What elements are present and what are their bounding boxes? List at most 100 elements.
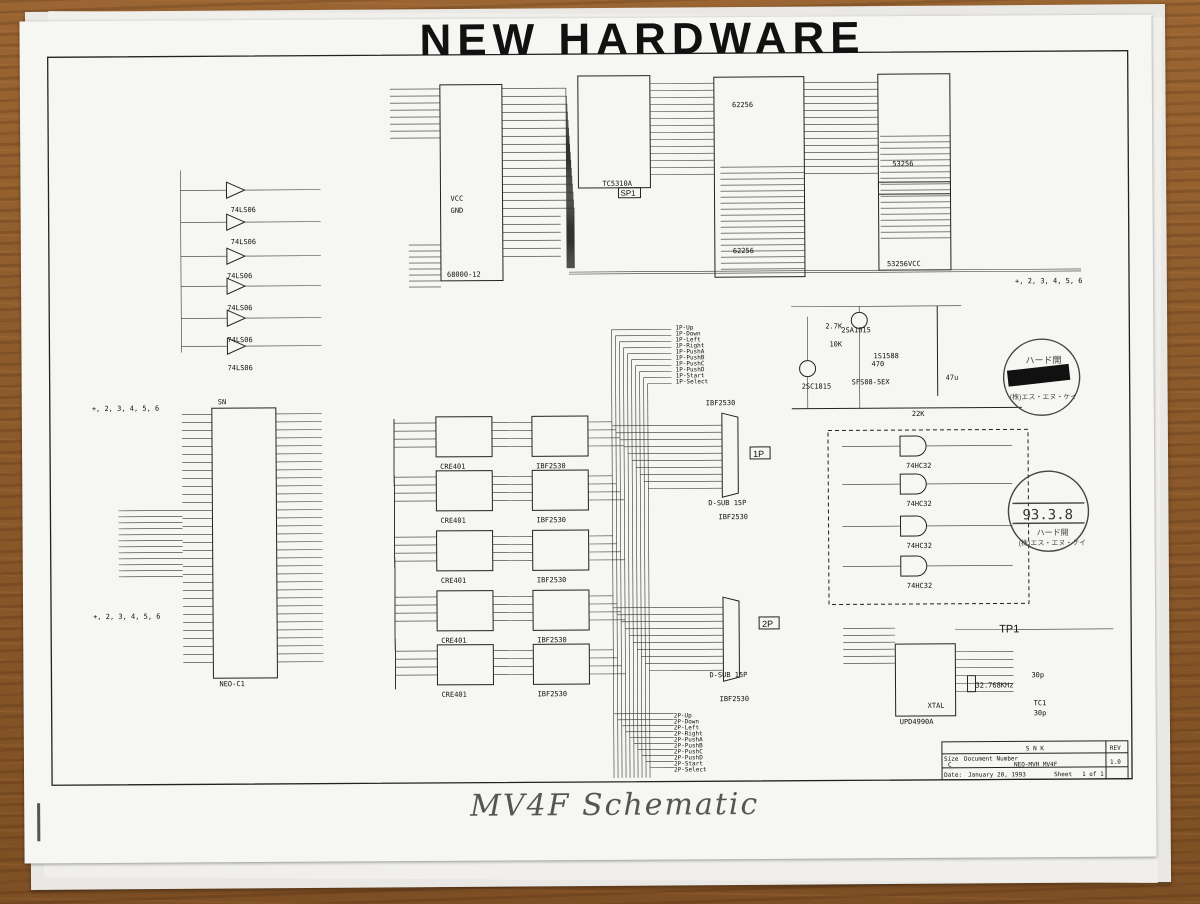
ibf-label-5: IBF2530 bbox=[538, 690, 568, 698]
sig-2p-1: 2P-Down bbox=[674, 718, 700, 725]
xtal-value: 32.768KHz bbox=[975, 681, 1013, 689]
sig-2p-5: 2P-PushB bbox=[674, 742, 703, 749]
bus-nets-mid: +, 2, 3, 4, 5, 6 bbox=[92, 405, 159, 413]
rom-a bbox=[713, 76, 806, 278]
tp1-label: TP1 bbox=[999, 623, 1019, 635]
dsub-2p bbox=[722, 596, 740, 682]
ibf-label-4: IBF2530 bbox=[537, 636, 567, 644]
tb-docnum-label: Document Number bbox=[964, 755, 1019, 762]
inverter-label-3: 74LS06 bbox=[227, 272, 252, 280]
sig-1p-8: 1P-Start bbox=[676, 372, 705, 379]
buf-label-mid: IBF2530 bbox=[718, 513, 748, 521]
tb-date-label: Date: bbox=[944, 772, 962, 779]
dsub-1p bbox=[721, 412, 739, 498]
tb-size: C bbox=[948, 762, 952, 769]
sig-1p-9: 1P-Select bbox=[676, 378, 709, 385]
sig-1p-5: 1P-PushB bbox=[675, 354, 704, 361]
approval-stamp-date: 93.3.8 ハード開 (株)エス・エヌ・ケイ bbox=[1007, 470, 1090, 552]
r-2k7: 2.7K bbox=[825, 322, 843, 330]
logic-region bbox=[827, 428, 1030, 606]
cre-label-1: CRE401 bbox=[440, 463, 465, 471]
sram-label: TC5310A bbox=[602, 180, 632, 188]
tb-rev-label: REV bbox=[1110, 745, 1121, 752]
buf-label-bot: IBF2530 bbox=[720, 695, 750, 703]
sig-2p-3: 2P-Right bbox=[674, 730, 703, 737]
bus-nets-right: +, 2, 3, 4, 5, 6 bbox=[1015, 277, 1082, 285]
ibf-label-1: IBF2530 bbox=[536, 462, 566, 470]
schematic-sheet: NEW HARDWARE 68000-12 TC5310A 62256 6225… bbox=[19, 14, 1157, 864]
inverter-label-1: 74LS06 bbox=[231, 206, 256, 214]
port-1p-label: 1P bbox=[753, 449, 764, 459]
sig-1p-1: 1P-Down bbox=[675, 330, 701, 337]
sn-label: SN bbox=[218, 398, 226, 406]
stamp-top-line1: ハード開 bbox=[1025, 355, 1061, 365]
c-47u: 47u bbox=[946, 374, 959, 382]
sig-1p-4: 1P-PushA bbox=[675, 348, 704, 355]
tb-date: January 20, 1993 bbox=[968, 771, 1026, 778]
sig-2p-4: 2P-PushA bbox=[674, 736, 703, 743]
stamp-date: 93.3.8 bbox=[1022, 507, 1073, 523]
gate-label-2: 74HC32 bbox=[906, 500, 931, 508]
r-10k: 10K bbox=[829, 340, 842, 348]
neo-c1-label: NEO-C1 bbox=[219, 680, 244, 688]
sig-1p-7: 1P-PushD bbox=[676, 366, 705, 373]
tb-sheet-label: Sheet bbox=[1054, 771, 1072, 778]
cre-label-2: CRE401 bbox=[440, 517, 465, 525]
handwritten-caption: MV4F Schematic bbox=[470, 786, 760, 824]
gnd-label: GND bbox=[451, 207, 464, 215]
inverter-label-2: 74LS06 bbox=[231, 238, 256, 246]
transistor-a-label: 2SA1015 bbox=[841, 326, 871, 334]
neo-c1-chip bbox=[211, 407, 278, 679]
sig-2p-9: 2P-Select bbox=[674, 766, 707, 773]
c-30p-b: 30p bbox=[1034, 709, 1047, 717]
cpu-chip bbox=[439, 84, 504, 282]
tb-sheet: 1 of 1 bbox=[1082, 771, 1104, 778]
inverter-label-5: 74LS06 bbox=[227, 336, 252, 344]
header-stamp: NEW HARDWARE bbox=[419, 15, 865, 65]
tb-rev: 1.0 bbox=[1110, 759, 1121, 766]
inverter-label-6: 74LS06 bbox=[228, 364, 253, 372]
regulator-label: SFS08-5EX bbox=[852, 378, 891, 386]
inverter-label-4: 74LS06 bbox=[227, 304, 252, 312]
c-30p-a: 30p bbox=[1031, 671, 1044, 679]
sig-2p-8: 2P-Start bbox=[674, 760, 703, 767]
gate-label-3: 74HC32 bbox=[907, 542, 932, 550]
sig-1p-2: 1P-Left bbox=[675, 336, 701, 343]
diode-label: 1S1588 bbox=[873, 352, 898, 360]
tb-company: S N K bbox=[1026, 745, 1044, 752]
rtc-chip bbox=[894, 643, 957, 717]
sp1-label: SP1 bbox=[620, 189, 636, 198]
sig-2p-7: 2P-PushD bbox=[674, 754, 703, 761]
tb-docnum: NEO-MVH MV4F bbox=[1014, 761, 1058, 768]
cre-label-5: CRE401 bbox=[442, 691, 467, 699]
bus-lines bbox=[118, 81, 1114, 778]
rom-d-label: 53256VCC bbox=[887, 260, 921, 268]
io-chip-rows bbox=[435, 415, 590, 686]
ibf-label-3: IBF2530 bbox=[537, 576, 567, 584]
drawing-border bbox=[47, 50, 1133, 786]
port-2p-label: 2P bbox=[762, 619, 773, 629]
rom-c bbox=[877, 73, 952, 195]
sig-2p-0: 2P-Up bbox=[674, 712, 692, 719]
cre-label-4: CRE401 bbox=[441, 637, 466, 645]
sig-1p-3: 1P-Right bbox=[675, 342, 704, 349]
rtc-label: UPD4990A bbox=[900, 718, 935, 726]
signal-list-2p-bottom: 2P-Up 2P-Down 2P-Left 2P-Right 2P-PushA … bbox=[674, 712, 707, 773]
schematic-drawing: NEW HARDWARE 68000-12 TC5310A 62256 6225… bbox=[47, 15, 1133, 786]
rom-c-label: 53256 bbox=[892, 160, 913, 168]
logic-gates bbox=[899, 435, 928, 577]
transistor-2sc1815 bbox=[799, 360, 817, 378]
sig-1p-0: 1P-Up bbox=[675, 324, 693, 331]
sp1-rom bbox=[577, 75, 651, 189]
signal-list-1p-top: 1P-Up 1P-Down 1P-Left 1P-Right 1P-PushA … bbox=[675, 324, 708, 385]
sig-2p-6: 2P-PushC bbox=[674, 748, 703, 755]
title-block bbox=[941, 740, 1129, 781]
bus-nets-left: +, 2, 3, 4, 5, 6 bbox=[93, 613, 160, 621]
stamp-top-line2: (株)エス・エヌ・ケイ bbox=[1010, 392, 1078, 401]
stamp-date-line1: ハード開 bbox=[1037, 528, 1069, 537]
tb-size-label: Size bbox=[944, 756, 959, 763]
gate-label-1: 74HC32 bbox=[906, 462, 931, 470]
dsub-2p-label: D-SUB 15P bbox=[709, 671, 747, 679]
sig-1p-6: 1P-PushC bbox=[676, 360, 705, 367]
margin-mark: | bbox=[32, 797, 48, 842]
